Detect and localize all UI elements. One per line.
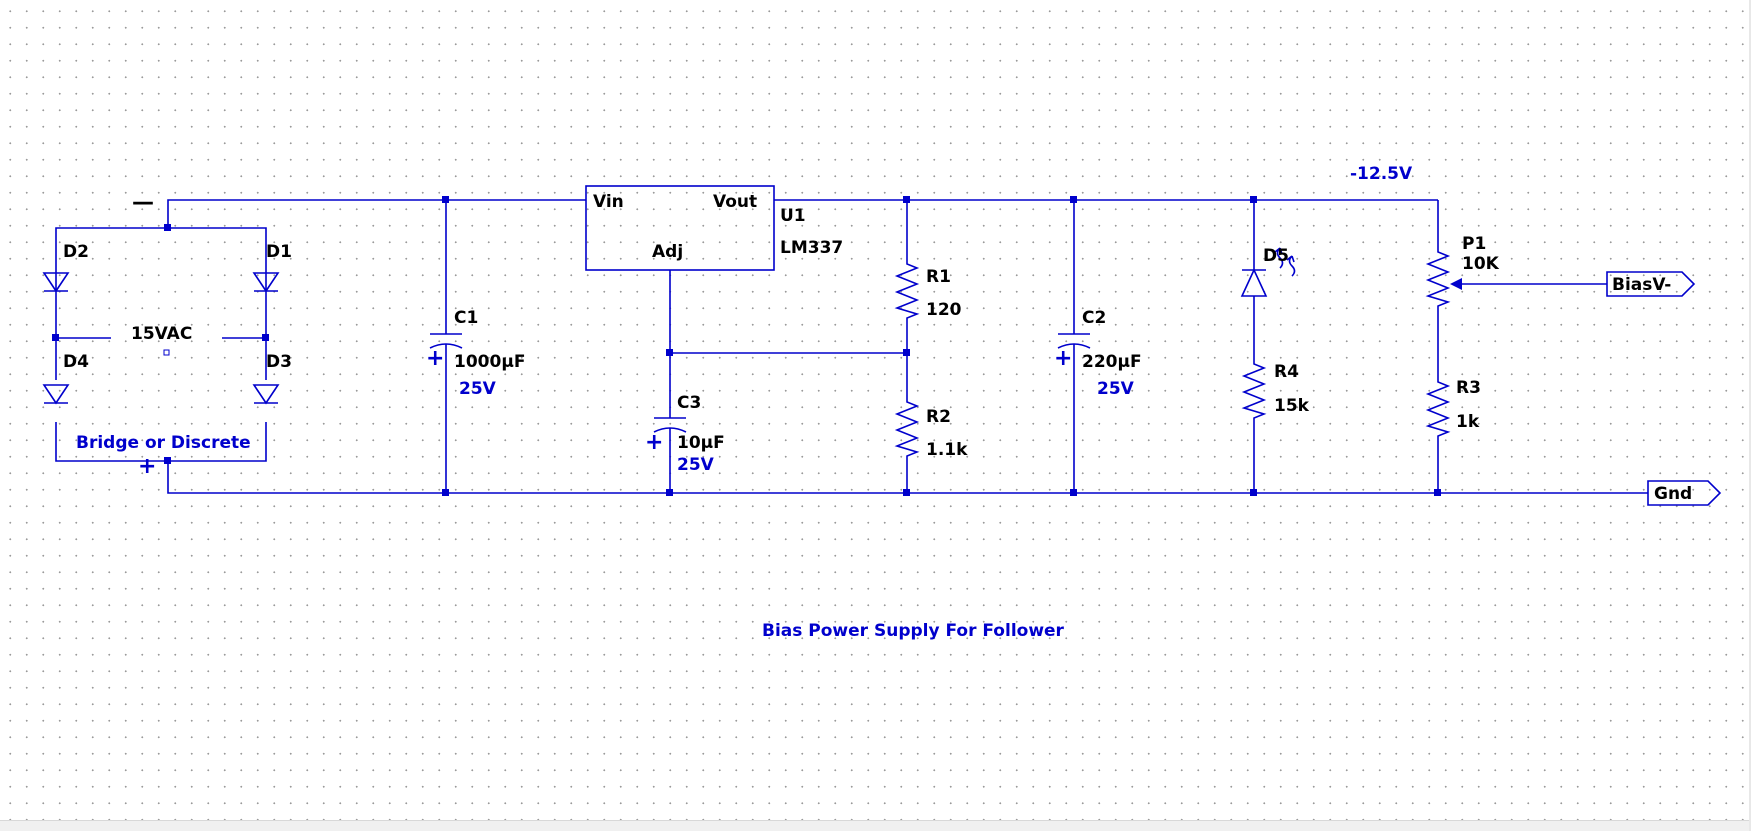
wire-bridge-neg-to-vin [167, 199, 586, 228]
resistor-r4-ref: R4 [1274, 362, 1299, 382]
junction-dot [1070, 489, 1077, 496]
capacitor-c2-value: 220µF [1082, 352, 1142, 372]
junction-dot [52, 334, 59, 341]
bridge-note: Bridge or Discrete [76, 433, 251, 453]
diode-d3-symbol [252, 384, 280, 405]
regulator-vout-pin: Vout [713, 192, 758, 212]
capacitor-c3-polarity: + [645, 430, 664, 455]
junction-dot [1250, 489, 1257, 496]
wire-bridge-bottom [55, 422, 267, 462]
port-gnd-shape [1647, 480, 1722, 506]
diode-d2-label: D2 [63, 242, 89, 262]
capacitor-c1-polarity: + [426, 346, 445, 371]
regulator-part: LM337 [780, 238, 844, 258]
resistor-r3-symbol [1425, 375, 1451, 437]
junction-dot [164, 457, 171, 464]
capacitor-c3-symbol [653, 417, 687, 433]
regulator-ref: U1 [780, 206, 806, 226]
junction-dot [262, 334, 269, 341]
resistor-r2-value: 1.1k [926, 440, 968, 460]
capacitor-c2-voltage: 25V [1097, 379, 1134, 399]
net-voltage-label: -12.5V [1350, 164, 1413, 184]
port-gnd-label: Gnd [1654, 484, 1693, 504]
capacitor-c3-voltage: 25V [677, 455, 714, 475]
junctions [52, 196, 1441, 496]
capacitor-c1-voltage: 25V [459, 379, 496, 399]
wire-bridge-top [55, 227, 267, 290]
capacitor-c1-symbol [429, 333, 463, 349]
capacitor-c3-ref: C3 [677, 393, 702, 413]
potentiometer-p1-value: 10K [1462, 254, 1499, 274]
panel-bottom-edge [0, 820, 1751, 831]
regulator-vin-pin: Vin [593, 192, 624, 212]
resistor-r1-value: 120 [926, 300, 962, 320]
capacitor-c1-value: 1000µF [454, 352, 526, 372]
wire-bridge-pos-to-gnd [167, 461, 1648, 494]
diode-d1-label: D1 [266, 242, 292, 262]
resistor-r1-symbol [894, 258, 920, 320]
regulator-adj-pin: Adj [652, 242, 684, 262]
resistor-r4-value: 15k [1274, 396, 1309, 416]
capacitor-c1-ref: C1 [454, 308, 479, 328]
resistor-r3-value: 1k [1456, 412, 1480, 432]
junction-dot [1250, 196, 1257, 203]
diode-d1-symbol [252, 272, 280, 293]
ac-source-pin [163, 349, 170, 356]
junction-dot [1070, 196, 1077, 203]
led-d5-ref: D5 [1263, 246, 1289, 266]
junction-dot [666, 489, 673, 496]
potentiometer-p1-ref: P1 [1462, 234, 1487, 254]
junction-dot [903, 489, 910, 496]
capacitor-c2-ref: C2 [1082, 308, 1107, 328]
resistor-r4-symbol [1241, 358, 1267, 420]
panel-right-edge [1749, 0, 1751, 831]
resistor-r1-ref: R1 [926, 267, 951, 287]
resistor-r2-ref: R2 [926, 407, 951, 427]
bridge-minus-terminal: — [132, 190, 154, 215]
diode-d2-symbol [42, 272, 70, 293]
bridge-plus-terminal: + [138, 454, 157, 479]
capacitor-c3-value: 10µF [677, 433, 725, 453]
regulator-u1-box [585, 185, 775, 271]
diode-d3-label: D3 [266, 352, 292, 372]
resistor-r2-symbol [894, 395, 920, 459]
wire-adj-to-divider [669, 270, 907, 354]
junction-dot [442, 196, 449, 203]
schematic-title: Bias Power Supply For Follower [762, 621, 1064, 641]
diode-d4-label: D4 [63, 352, 89, 372]
junction-dot [666, 349, 673, 356]
junction-dot [164, 224, 171, 231]
junction-dot [903, 349, 910, 356]
diode-d4-symbol [42, 384, 70, 405]
led-d5-symbol [1240, 247, 1296, 297]
wires [55, 199, 1648, 494]
resistor-r3-ref: R3 [1456, 378, 1481, 398]
potentiometer-p1-symbol [1425, 246, 1462, 312]
junction-dot [903, 196, 910, 203]
ac-source-label: 15VAC [131, 324, 193, 344]
junction-dot [1434, 489, 1441, 496]
capacitor-c2-polarity: + [1054, 346, 1073, 371]
capacitor-c2-symbol [1057, 333, 1091, 349]
port-biasv-shape [1606, 271, 1696, 297]
port-biasv-label: BiasV- [1612, 275, 1672, 295]
junction-dot [442, 489, 449, 496]
